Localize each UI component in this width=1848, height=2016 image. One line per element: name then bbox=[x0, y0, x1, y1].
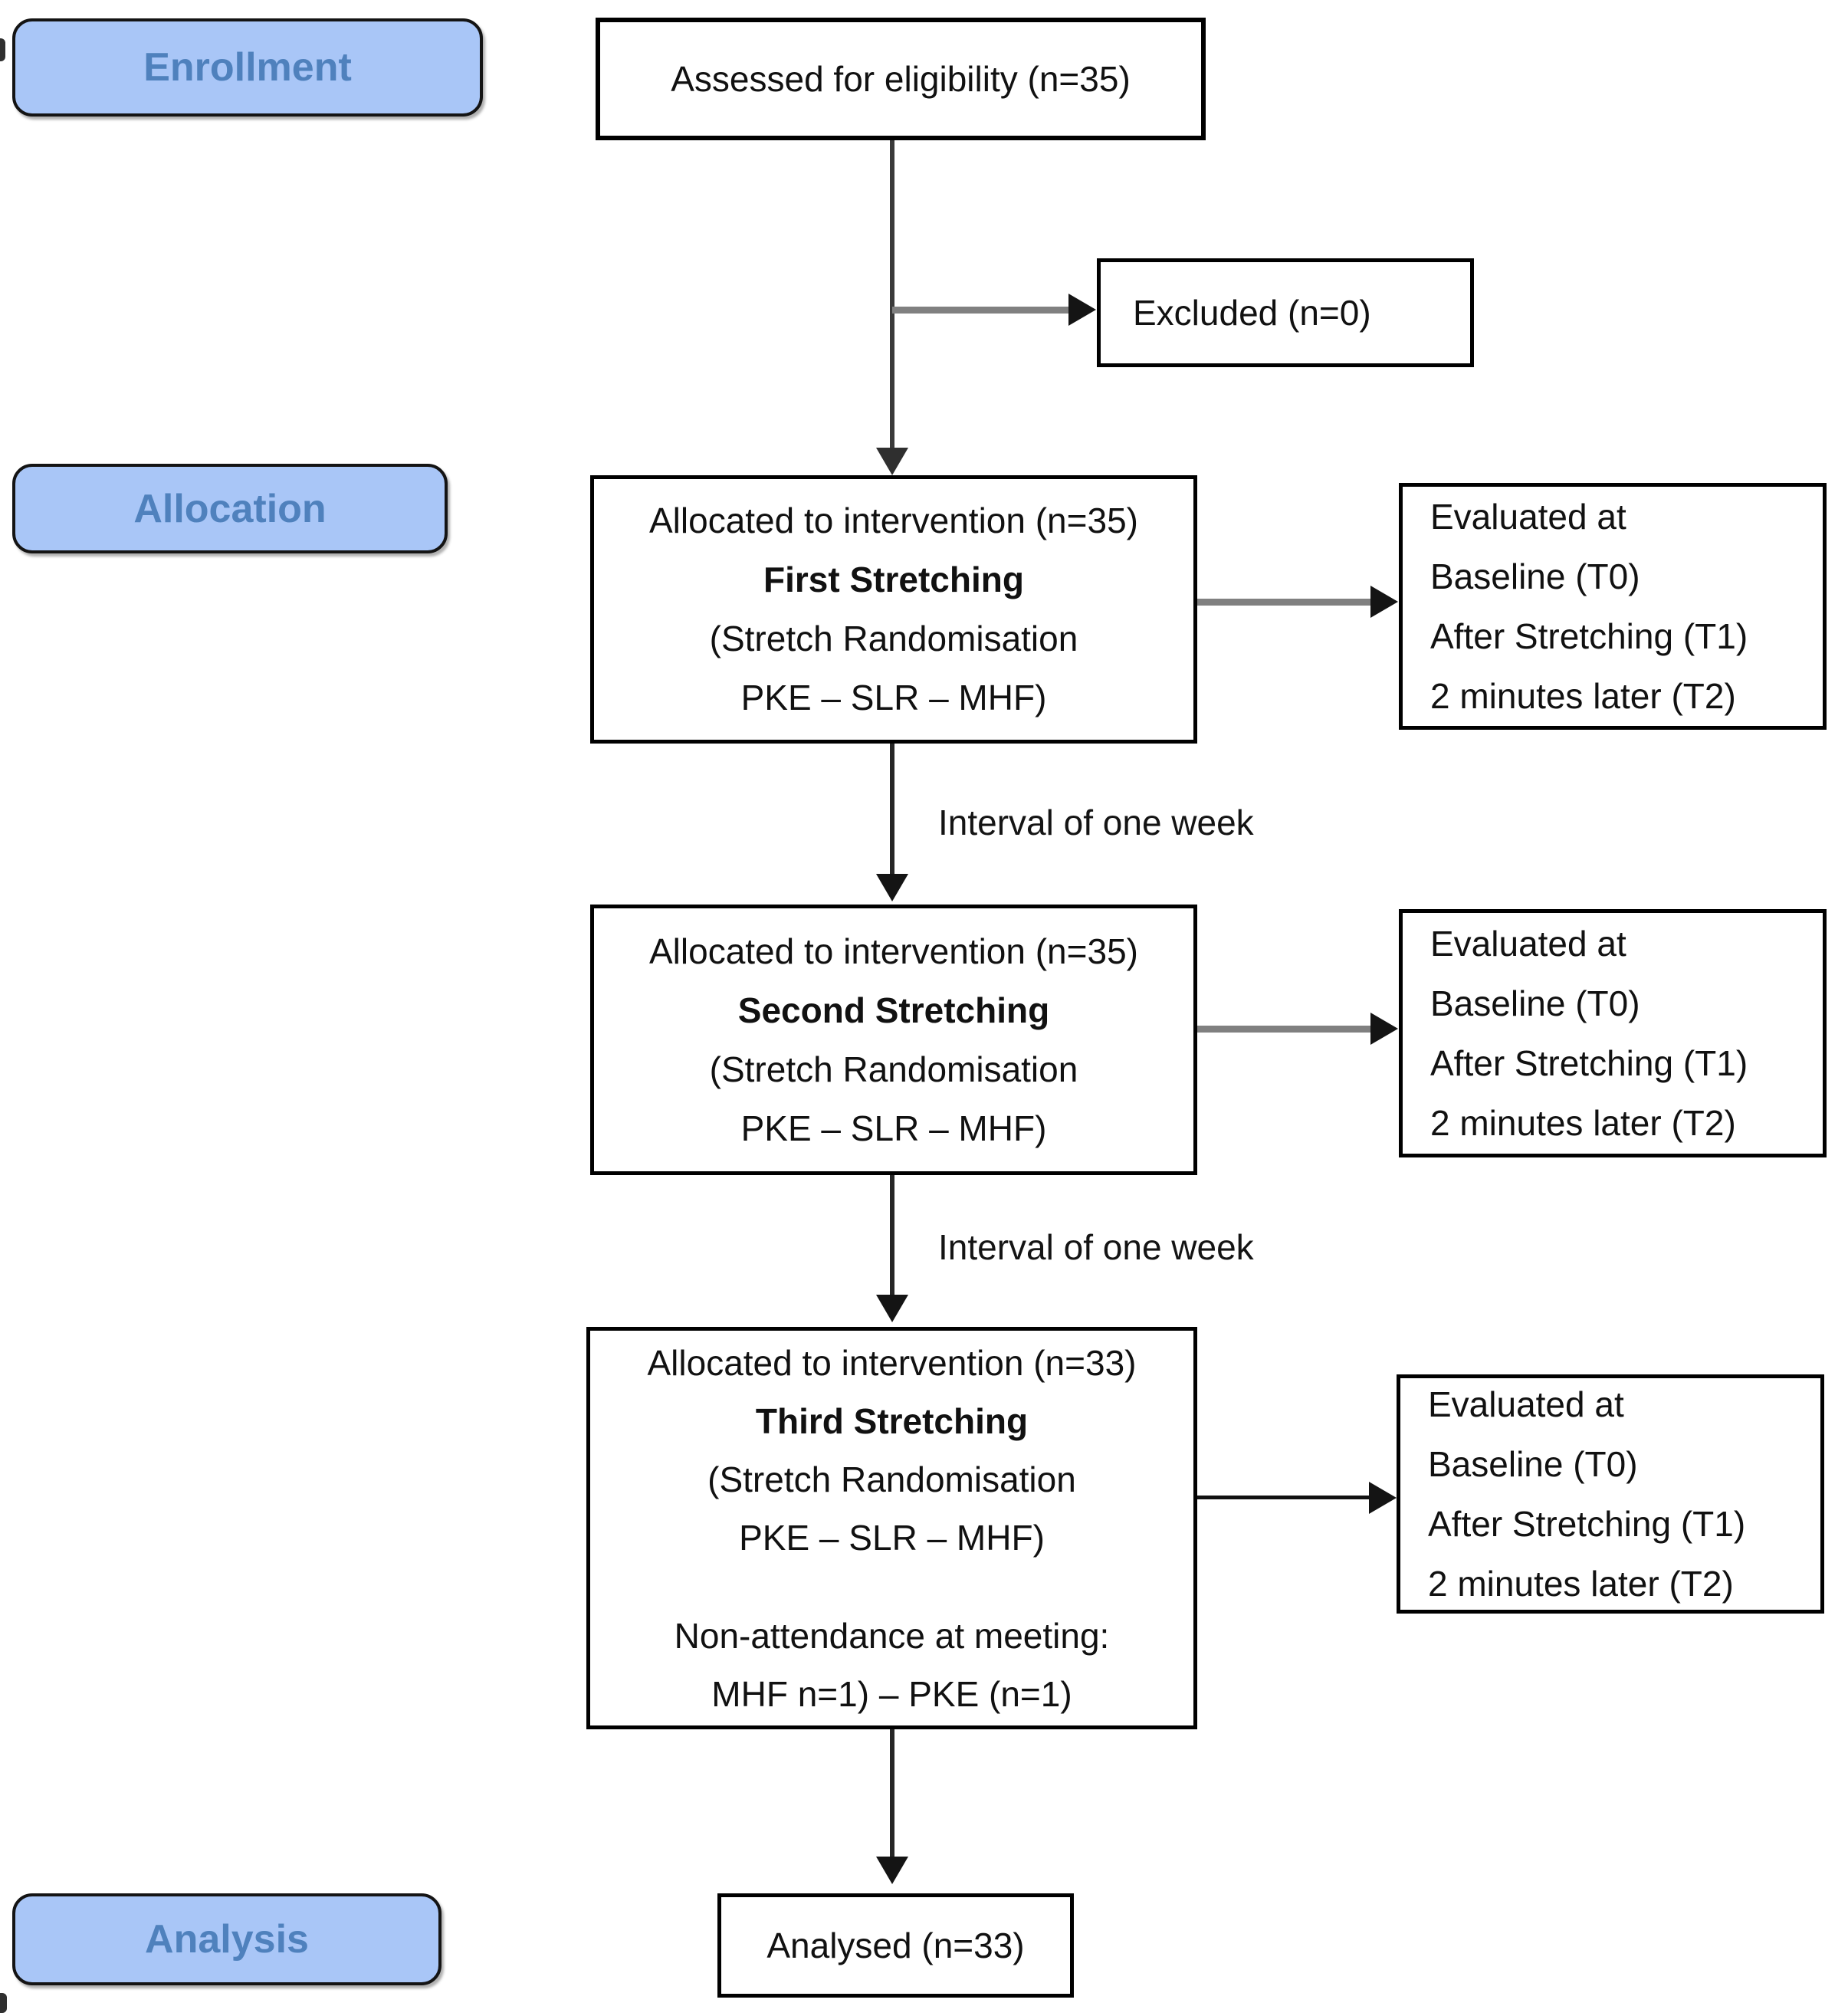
box-text-line-bold: First Stretching bbox=[763, 560, 1024, 599]
stage-label-allocation: Allocation bbox=[12, 464, 448, 553]
arrow-line-third-allocation-to-analysed bbox=[890, 1729, 894, 1858]
box-text-line: (Stretch Randomisation bbox=[707, 1459, 1076, 1499]
box-text-line: Allocated to intervention (n=35) bbox=[648, 931, 1138, 971]
box-text-line: Analysed (n=33) bbox=[766, 1925, 1025, 1965]
box-text-line: PKE – SLR – MHF) bbox=[740, 678, 1047, 717]
box-text-line: Baseline (T0) bbox=[1428, 1444, 1638, 1484]
evaluated-first-box: Evaluated at Baseline (T0) After Stretch… bbox=[1399, 483, 1827, 730]
allocation-third-stretching-box: Allocated to intervention (n=33) Third S… bbox=[586, 1327, 1197, 1729]
arrowhead-right-icon bbox=[1370, 1013, 1398, 1045]
stage-label-text: Enrollment bbox=[143, 45, 352, 90]
assessed-for-eligibility-box: Assessed for eligibility (n=35) bbox=[596, 18, 1206, 140]
arrow-line-branch-to-excluded bbox=[892, 307, 1070, 314]
arrowhead-right-icon bbox=[1370, 586, 1398, 618]
box-text-line: 2 minutes later (T2) bbox=[1428, 1564, 1734, 1604]
allocation-first-stretching-box: Allocated to intervention (n=35) First S… bbox=[590, 475, 1197, 744]
stage-label-text: Analysis bbox=[145, 1917, 309, 1962]
box-text-line: Allocated to intervention (n=35) bbox=[648, 501, 1138, 540]
box-text-line: 2 minutes later (T2) bbox=[1430, 676, 1736, 716]
arrow-line-second-to-third-allocation bbox=[890, 1175, 894, 1296]
box-text-line-bold: Second Stretching bbox=[737, 990, 1050, 1030]
evaluated-third-box: Evaluated at Baseline (T0) After Stretch… bbox=[1397, 1374, 1824, 1614]
box-text-line: Evaluated at bbox=[1430, 924, 1626, 964]
box-text-line: 2 minutes later (T2) bbox=[1430, 1103, 1736, 1143]
box-text-line: Allocated to intervention (n=33) bbox=[647, 1342, 1137, 1383]
box-text-line: PKE – SLR – MHF) bbox=[739, 1517, 1045, 1558]
excluded-box: Excluded (n=0) bbox=[1097, 258, 1474, 367]
box-text-line: After Stretching (T1) bbox=[1428, 1504, 1746, 1544]
arrow-line-second-allocation-to-evaluated bbox=[1197, 1026, 1372, 1033]
arrowhead-right-icon bbox=[1369, 1482, 1397, 1514]
arrow-line-assessed-to-first-allocation bbox=[890, 140, 894, 450]
box-text-line: Non-attendance at meeting: bbox=[674, 1615, 1110, 1656]
arrowhead-right-icon bbox=[1068, 294, 1096, 326]
arrow-line-first-allocation-to-evaluated bbox=[1197, 599, 1372, 606]
box-text-line: After Stretching (T1) bbox=[1430, 616, 1748, 656]
box-text-line: After Stretching (T1) bbox=[1430, 1043, 1748, 1083]
allocation-second-stretching-box: Allocated to intervention (n=35) Second … bbox=[590, 905, 1197, 1175]
box-text-line: (Stretch Randomisation bbox=[709, 1049, 1078, 1089]
box-text-line-bold: Third Stretching bbox=[755, 1400, 1029, 1441]
box-text-line: Assessed for eligibility (n=35) bbox=[671, 58, 1131, 99]
stage-label-analysis: Analysis bbox=[12, 1893, 441, 1985]
box-text-line: Evaluated at bbox=[1430, 497, 1626, 537]
stage-label-enrollment: Enrollment bbox=[12, 18, 483, 117]
interval-label-1: Interval of one week bbox=[938, 803, 1254, 842]
arrow-line-third-allocation-to-evaluated bbox=[1197, 1496, 1370, 1499]
analysed-box: Analysed (n=33) bbox=[717, 1893, 1074, 1998]
box-text-line: Baseline (T0) bbox=[1430, 557, 1640, 596]
edge-artifact-mark bbox=[0, 1993, 7, 2013]
interval-label-2: Interval of one week bbox=[938, 1227, 1254, 1267]
arrowhead-down-icon bbox=[876, 1295, 908, 1322]
box-text-line: (Stretch Randomisation bbox=[709, 619, 1078, 658]
arrowhead-down-icon bbox=[876, 1857, 908, 1884]
box-text-line: Baseline (T0) bbox=[1430, 983, 1640, 1023]
evaluated-second-box: Evaluated at Baseline (T0) After Stretch… bbox=[1399, 909, 1827, 1157]
arrowhead-down-icon bbox=[876, 448, 908, 475]
stage-label-text: Allocation bbox=[133, 486, 327, 531]
arrowhead-down-icon bbox=[876, 874, 908, 901]
arrow-line-first-to-second-allocation bbox=[890, 744, 894, 875]
box-text-line: Excluded (n=0) bbox=[1133, 292, 1371, 333]
edge-artifact-mark bbox=[0, 38, 5, 61]
box-text-line: PKE – SLR – MHF) bbox=[740, 1108, 1047, 1148]
box-text-line: MHF n=1) – PKE (n=1) bbox=[711, 1673, 1072, 1714]
box-text-line: Evaluated at bbox=[1428, 1384, 1624, 1424]
